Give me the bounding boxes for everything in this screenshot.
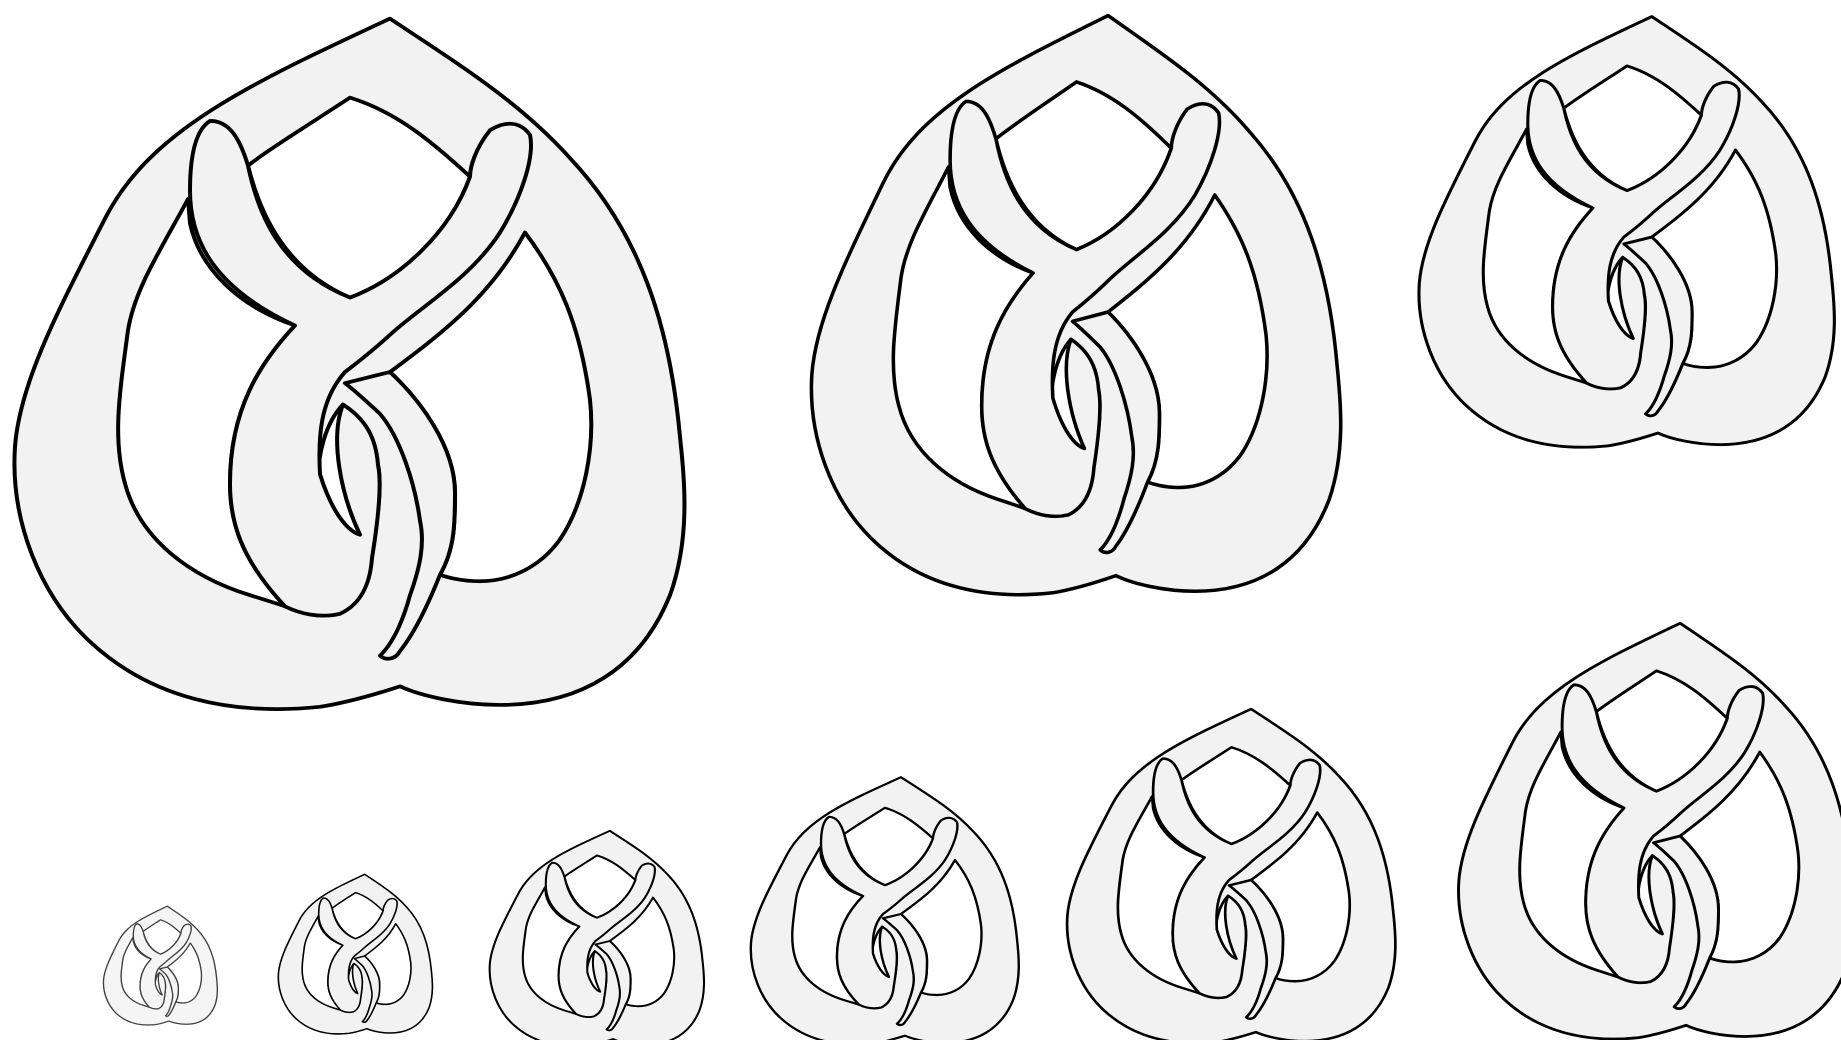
pretzel-knot-icon xyxy=(751,777,1019,1040)
pretzel-knot-icon xyxy=(1419,17,1834,448)
pretzel-knot-icon xyxy=(1067,709,1395,1040)
pretzel-knot-icon xyxy=(1459,623,1841,1039)
pretzel-knot-icon xyxy=(103,906,217,1025)
pretzel-knot-icon xyxy=(811,16,1340,595)
pretzel-knot-icon xyxy=(278,874,432,1034)
pretzel-knot-icon xyxy=(14,19,684,709)
pretzel-knot-icon xyxy=(490,831,704,1040)
